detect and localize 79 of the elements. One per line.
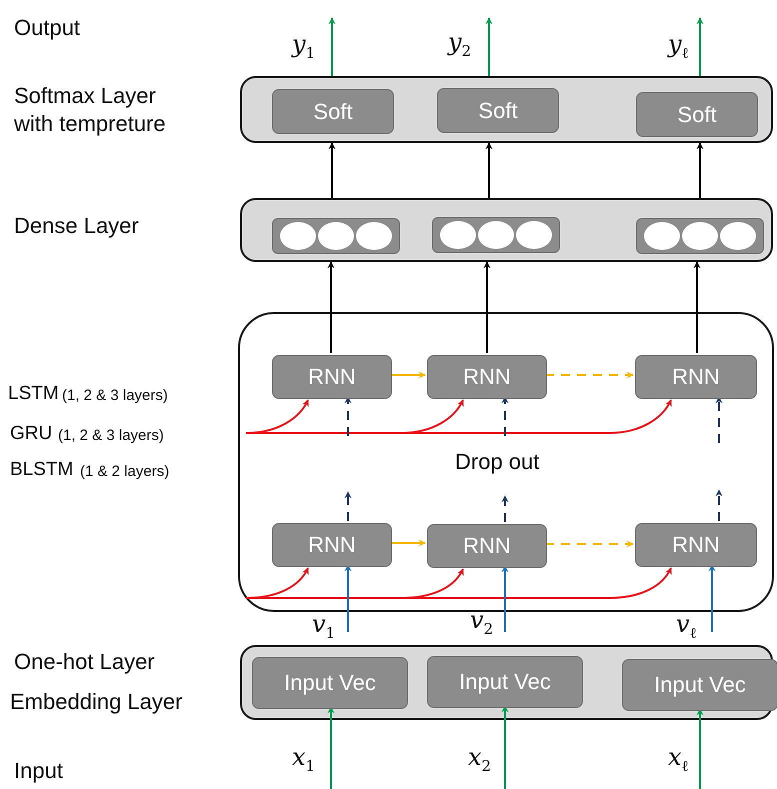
unit-box (272, 523, 392, 567)
unit-box (427, 656, 583, 708)
layer-label: BLSTM (10, 458, 74, 482)
arrow (248, 399, 672, 434)
arrow (694, 261, 700, 353)
node-label: RNN (672, 364, 720, 390)
arrow (484, 261, 490, 353)
node-label: RNN (463, 364, 511, 390)
dense-units (636, 218, 764, 254)
edge-label: v$_{2}$ (470, 608, 494, 637)
arrow (390, 372, 426, 378)
layer-label: Input (14, 757, 64, 784)
edge-label: v$_{1}$ (312, 612, 336, 641)
layer-label: Output (14, 14, 82, 42)
dense-units (272, 218, 400, 254)
arrow (696, 17, 704, 76)
arrow (502, 705, 508, 789)
layer-label: Drop out (455, 448, 540, 476)
node-label: RNN (308, 532, 356, 558)
arrow (245, 567, 309, 599)
arrow (502, 396, 508, 436)
unit-box (635, 355, 757, 399)
arrow (328, 706, 334, 789)
unit-box (252, 657, 408, 709)
arrow (245, 399, 309, 434)
edge-label: x$_{2}$ (468, 745, 492, 774)
edge-label: x$_{ℓ}$ (668, 745, 689, 774)
unit-box (272, 89, 394, 134)
arrow (486, 17, 492, 76)
layer-label: Dense Layer (14, 212, 140, 240)
layer-label: One-hot Layer (14, 648, 156, 676)
node-label: Soft (677, 102, 717, 128)
node-label: RNN (672, 532, 720, 558)
node-label: Soft (313, 98, 353, 124)
layer-band (240, 198, 773, 262)
layer-band (240, 76, 773, 143)
arrow (344, 396, 352, 436)
edge-label: y$_{ℓ}$ (668, 32, 689, 61)
layer-label: (1, 2 & 3 layers) (62, 387, 169, 406)
arrow (344, 564, 352, 632)
arrow (716, 396, 722, 443)
arrow (344, 491, 352, 521)
arrow (716, 489, 722, 521)
unit-box (622, 659, 777, 711)
unit-box (427, 524, 547, 568)
edge-label: y$_{2}$ (448, 30, 472, 59)
layer-label: Softmax Layer with tempreture (14, 82, 167, 137)
node-label: Input Vec (284, 670, 376, 696)
edge-label: v$_{ℓ}$ (676, 612, 697, 641)
rnn-layer-frame (238, 312, 774, 612)
arrow (545, 372, 634, 378)
arrow (502, 565, 508, 632)
arrow (328, 17, 336, 76)
unit-box (635, 523, 757, 567)
node-label: Input Vec (459, 669, 551, 695)
unit-box (427, 355, 547, 399)
arrow (708, 564, 716, 632)
edge-label: y$_{1}$ (292, 32, 316, 61)
arrow (486, 142, 492, 198)
node-label: Soft (478, 98, 518, 124)
arrow (390, 540, 426, 546)
arrow (545, 540, 634, 548)
node-label: Input Vec (654, 672, 746, 698)
arrow (328, 261, 334, 353)
layer-label: GRU (10, 422, 54, 446)
dense-units (432, 217, 560, 253)
unit-box (272, 355, 392, 399)
unit-box (437, 88, 559, 133)
layer-label: Embedding Layer (10, 688, 184, 716)
arrow (328, 142, 336, 198)
unit-box (636, 92, 758, 137)
arrow (696, 708, 704, 789)
node-label: RNN (308, 364, 356, 390)
layer-label: (1 & 2 layers) (80, 463, 170, 482)
arrow (502, 495, 508, 522)
layer-label: (1, 2 & 3 layers) (58, 427, 165, 446)
edge-label: x$_{1}$ (292, 745, 316, 774)
arrow (696, 142, 704, 198)
node-label: RNN (463, 533, 511, 559)
